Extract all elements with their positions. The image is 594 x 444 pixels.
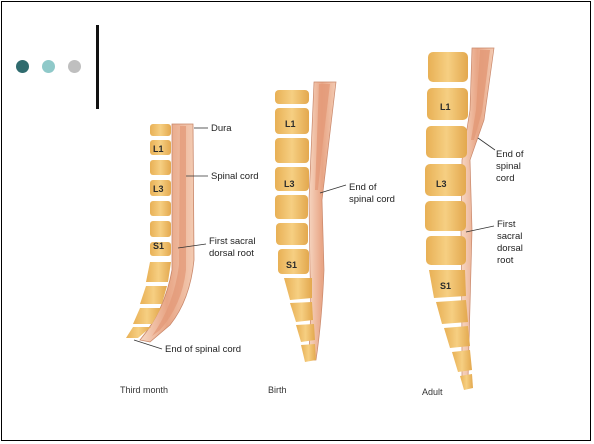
birth-callout-end-of: End of bbox=[349, 182, 377, 193]
caption-adult: Adult bbox=[422, 387, 443, 397]
adult-label-s1: S1 bbox=[440, 281, 451, 291]
adult-label-l1: L1 bbox=[440, 102, 451, 112]
caption-birth: Birth bbox=[268, 385, 287, 395]
adult-callout-first: First bbox=[497, 219, 516, 230]
third-month-label-l1: L1 bbox=[153, 144, 164, 154]
birth-label-l3: L3 bbox=[284, 179, 295, 189]
adult-callout-cord: cord bbox=[496, 173, 514, 184]
stage-birth: L1 L3 S1 End of spinal cord Birth bbox=[268, 82, 395, 395]
stage-adult: L1 L3 S1 End of spinal cord First sacral… bbox=[422, 48, 524, 397]
adult-callout-spinal: spinal bbox=[496, 161, 521, 172]
callout-spinal-cord: Spinal cord bbox=[211, 171, 259, 182]
adult-callout-dorsal: dorsal bbox=[497, 243, 523, 254]
third-month-label-s1: S1 bbox=[153, 241, 164, 251]
callout-end-of-spinal-cord: End of spinal cord bbox=[165, 344, 241, 355]
adult-label-l3: L3 bbox=[436, 179, 447, 189]
callout-dorsal-root: dorsal root bbox=[209, 248, 254, 259]
third-month-label-l3: L3 bbox=[153, 184, 164, 194]
stage-third-month: L1 L3 S1 Dura Spinal cord First sacral d… bbox=[120, 123, 259, 395]
birth-label-s1: S1 bbox=[286, 260, 297, 270]
callout-first-sacral: First sacral bbox=[209, 236, 255, 247]
adult-callout-sacral: sacral bbox=[497, 231, 522, 242]
caption-third-month: Third month bbox=[120, 385, 168, 395]
callout-dura: Dura bbox=[211, 123, 232, 134]
adult-callout-root: root bbox=[497, 255, 514, 266]
birth-label-l1: L1 bbox=[285, 119, 296, 129]
adult-callout-end-of: End of bbox=[496, 149, 524, 160]
birth-callout-spinal-cord: spinal cord bbox=[349, 194, 395, 205]
